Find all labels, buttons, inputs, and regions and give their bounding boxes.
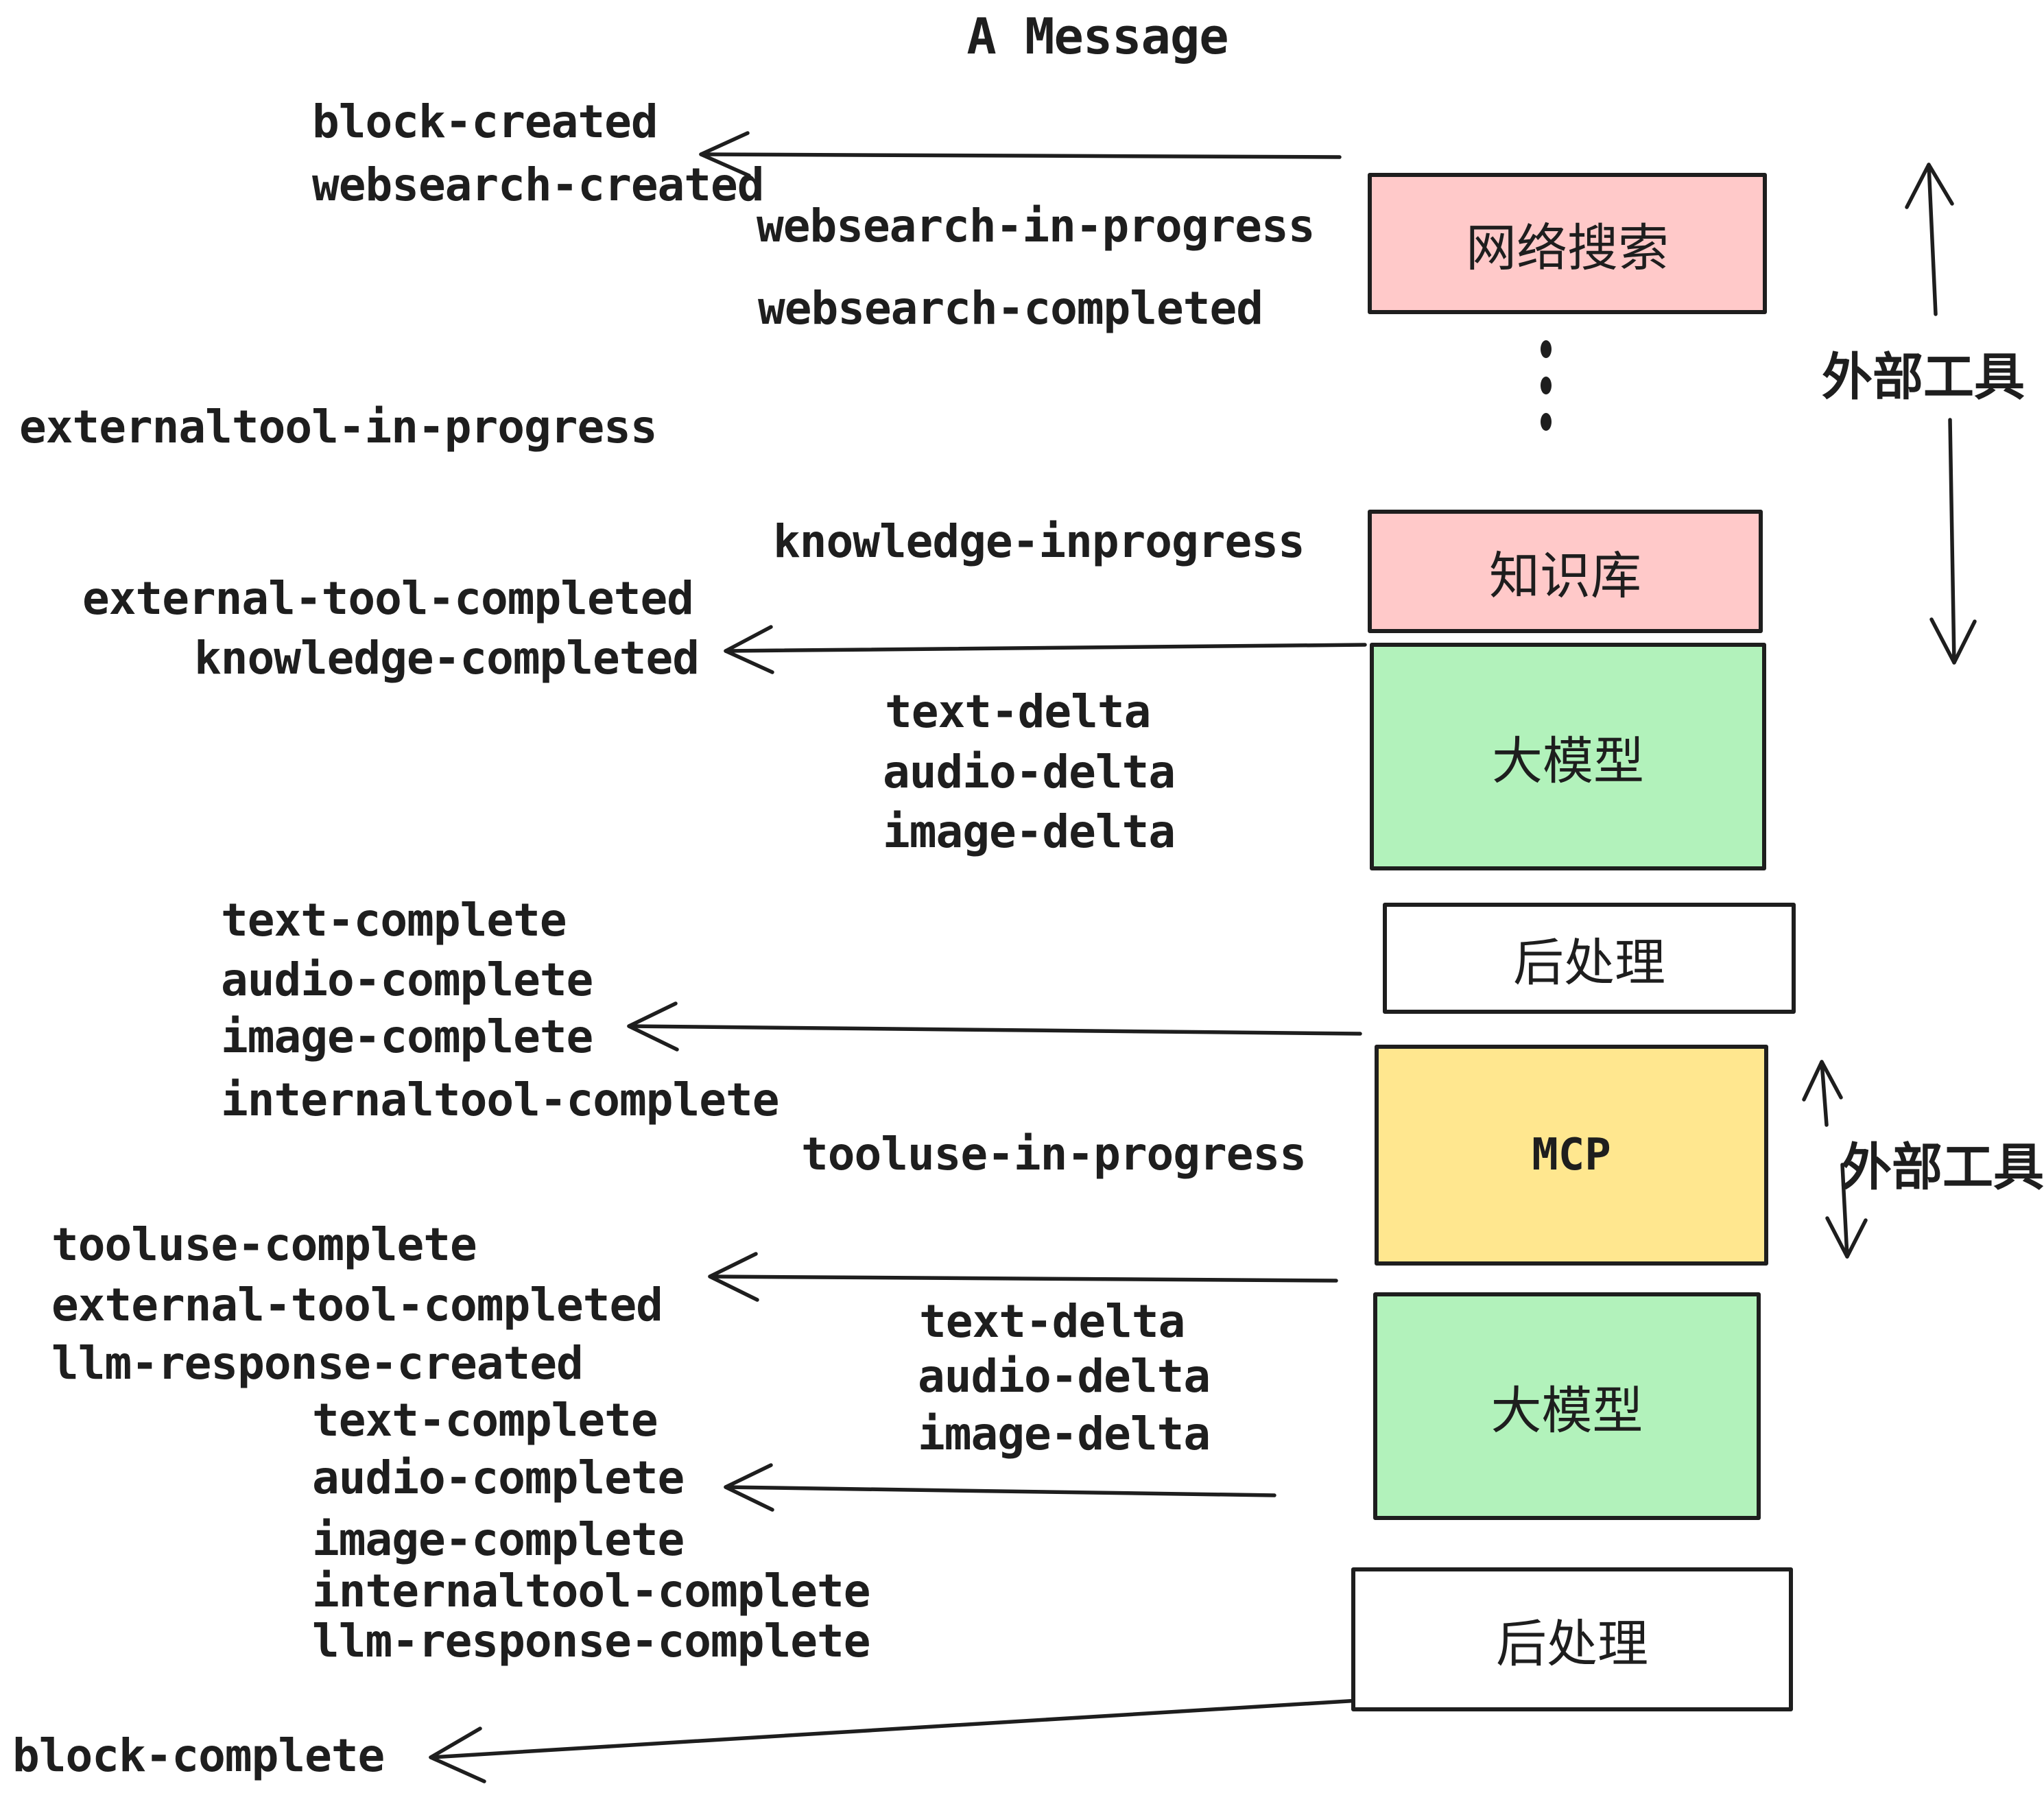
stage-box-llm-2: 大模型 <box>1373 1292 1761 1520</box>
event-label-audio-delta-2: audio-delta <box>918 1350 1211 1403</box>
stage-label-llm-2: 大模型 <box>1490 1381 1643 1439</box>
event-label-websearch-completed: websearch-completed <box>758 282 1263 335</box>
stage-box-llm-1: 大模型 <box>1370 643 1766 870</box>
stage-label-knowledge: 知识库 <box>1489 547 1641 604</box>
event-label-tooluse-complete: tooluse-complete <box>51 1218 477 1271</box>
stage-box-websearch: 网络搜索 <box>1368 173 1767 314</box>
arrow-to-audio-complete <box>724 1463 1276 1512</box>
arrow-to-image-complete <box>627 1001 1362 1052</box>
external-tools-up-arrow-1 <box>1905 163 1954 316</box>
event-label-llm-response-created: llm-response-created <box>51 1337 584 1390</box>
event-label-image-delta-1: image-delta <box>883 805 1176 858</box>
event-label-knowledge-inprogress: knowledge-inprogress <box>773 515 1305 568</box>
event-label-external-tool-completed-2: external-tool-completed <box>51 1279 663 1331</box>
event-label-audio-complete-2: audio-complete <box>312 1451 685 1504</box>
stage-label-llm-1: 大模型 <box>1492 732 1644 790</box>
stage-box-postprocess-2: 后处理 <box>1351 1567 1793 1711</box>
event-label-text-delta-1: text-delta <box>885 685 1151 738</box>
arrow-to-block-complete <box>429 1698 1372 1783</box>
arrow-to-knowledge-completed <box>724 625 1367 674</box>
event-label-audio-complete-1: audio-complete <box>221 953 593 1006</box>
event-label-internaltool-complete-2: internaltool-complete <box>312 1565 870 1617</box>
ellipsis-dot <box>1541 413 1552 431</box>
event-label-text-complete-1: text-complete <box>221 894 567 947</box>
stage-label-postprocess-1: 后处理 <box>1513 934 1665 991</box>
event-label-tooluse-in-progress: tooluse-in-progress <box>801 1128 1307 1180</box>
page-title: A Message <box>966 8 1228 65</box>
stage-box-postprocess-1: 后处理 <box>1383 903 1796 1014</box>
stage-label-websearch: 网络搜索 <box>1466 219 1669 276</box>
event-label-image-complete-2: image-complete <box>312 1513 685 1566</box>
event-label-audio-delta-1: audio-delta <box>883 746 1176 798</box>
event-label-llm-response-complete: llm-response-complete <box>312 1615 870 1667</box>
stage-label-postprocess-2: 后处理 <box>1496 1615 1648 1672</box>
arrow-to-tooluse-complete <box>708 1252 1338 1302</box>
event-label-internaltool-complete-1: internaltool-complete <box>221 1073 779 1126</box>
external-tools-down-arrow-1 <box>1929 418 1977 665</box>
ellipsis-dot <box>1541 340 1552 358</box>
event-label-external-tool-completed: external-tool-completed <box>82 572 694 625</box>
event-label-websearch-created: websearch-created <box>312 158 765 211</box>
side-label-external-tools-2: 外部工具 <box>1841 1139 2044 1196</box>
ellipsis-dot <box>1541 377 1552 394</box>
event-label-image-complete-1: image-complete <box>221 1010 593 1063</box>
arrow-to-block-created <box>699 131 1342 178</box>
stage-box-knowledge: 知识库 <box>1368 510 1763 633</box>
event-label-knowledge-completed: knowledge-completed <box>194 632 700 685</box>
event-label-websearch-in-progress: websearch-in-progress <box>757 200 1315 252</box>
stage-label-mcp: MCP <box>1532 1130 1611 1180</box>
external-tools-up-arrow-2 <box>1802 1060 1843 1127</box>
external-tools-down-arrow-2 <box>1825 1163 1868 1259</box>
side-label-external-tools-1: 外部工具 <box>1822 348 2025 405</box>
stage-box-mcp: MCP <box>1375 1045 1768 1266</box>
event-label-externaltool-in-progress: externaltool-in-progress <box>19 401 658 453</box>
event-label-text-delta-2: text-delta <box>919 1295 1185 1348</box>
event-label-block-complete: block-complete <box>12 1729 385 1782</box>
event-label-image-delta-2: image-delta <box>918 1408 1211 1460</box>
event-label-block-created: block-created <box>312 95 658 148</box>
event-label-text-complete-2: text-complete <box>312 1394 658 1447</box>
